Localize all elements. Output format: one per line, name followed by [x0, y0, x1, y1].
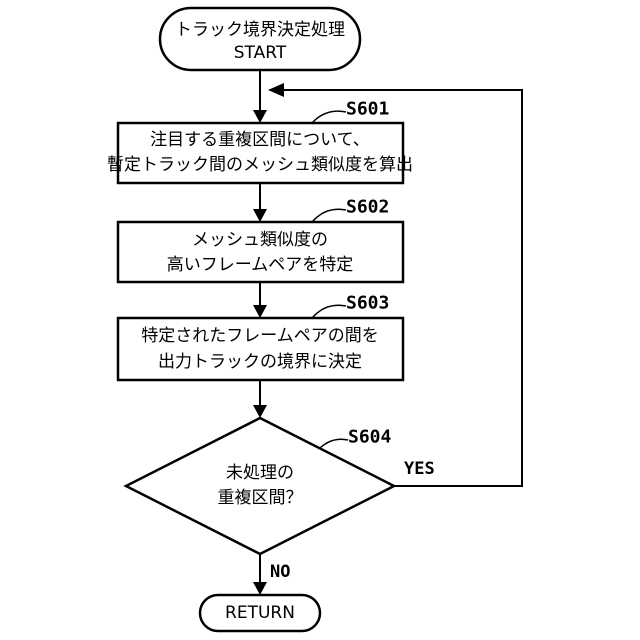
branch-label-no: NO: [270, 562, 290, 582]
step-label-leader-s602: [312, 209, 346, 222]
start-terminal: トラック境界決定処理 START: [160, 8, 360, 70]
step-label-s602: S602: [346, 197, 389, 218]
step-label-s601: S601: [346, 99, 389, 120]
arrowhead-s604: [253, 405, 267, 418]
decision-text-line1: 未処理の: [226, 463, 294, 483]
decision-s604: S604 未処理の 重複区間？ YES NO: [126, 418, 435, 582]
process-text-s601-line1: 注目する重複区間について、: [150, 130, 370, 150]
process-text-s603-line2: 出力トラックの境界に決定: [158, 352, 362, 372]
start-terminal-label: START: [234, 43, 287, 63]
step-label-leader-s601: [312, 111, 346, 123]
process-text-s602-line1: メッシュ類似度の: [192, 230, 328, 250]
arrowhead-loop: [268, 83, 284, 97]
step-label-s604: S604: [348, 427, 392, 448]
arrowhead-s602: [253, 209, 267, 222]
end-terminal-label: RETURN: [225, 603, 295, 623]
arrowhead-return: [253, 582, 267, 595]
process-text-s602-line2: 高いフレームペアを特定: [167, 255, 354, 275]
arrowhead-s603: [253, 305, 267, 318]
start-terminal-title: トラック境界決定処理: [175, 20, 345, 40]
arrowhead-s601: [253, 110, 267, 123]
process-text-s601-line2: 暫定トラック間のメッシュ類似度を算出: [107, 155, 413, 175]
process-text-s603-line1: 特定されたフレームペアの間を: [141, 326, 379, 346]
decision-text-line2: 重複区間？: [218, 488, 303, 508]
branch-label-yes: YES: [404, 459, 435, 479]
step-label-leader-s603: [312, 305, 346, 318]
end-terminal: RETURN: [200, 595, 320, 631]
step-label-s603: S603: [346, 293, 389, 314]
